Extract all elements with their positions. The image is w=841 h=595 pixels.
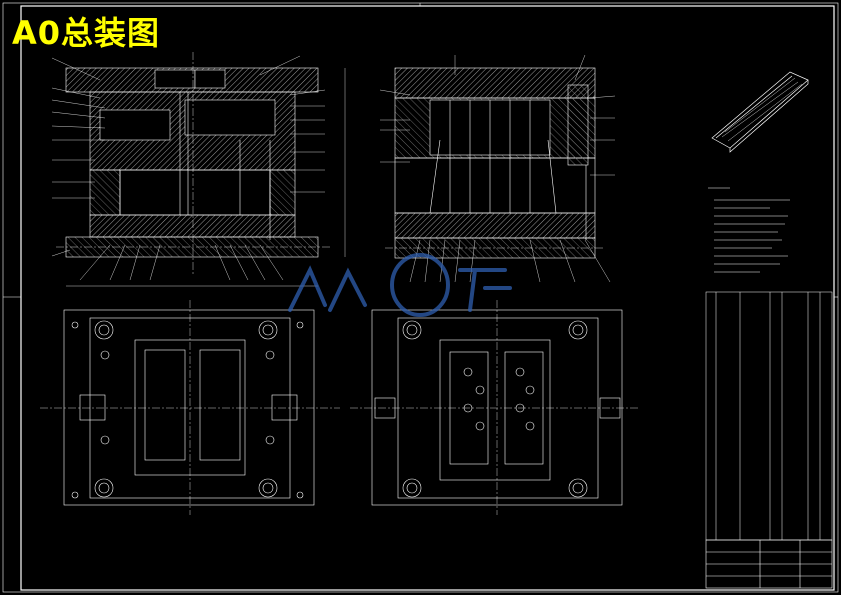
technical-notes-block (708, 187, 790, 273)
plan-view-moving-half (350, 300, 640, 515)
front-section-view-right (385, 67, 605, 259)
product-isometric-view (711, 71, 809, 153)
plan-view-fixed-half (40, 300, 340, 515)
drawing-title: A0总装图 (12, 14, 161, 52)
renrendoc-logo-watermark-icon (288, 253, 512, 317)
title-block (705, 539, 833, 589)
parts-list-table (705, 291, 833, 541)
leader-lines-left (51, 55, 326, 281)
front-section-view-left (56, 52, 346, 287)
leader-lines-right (379, 54, 616, 283)
